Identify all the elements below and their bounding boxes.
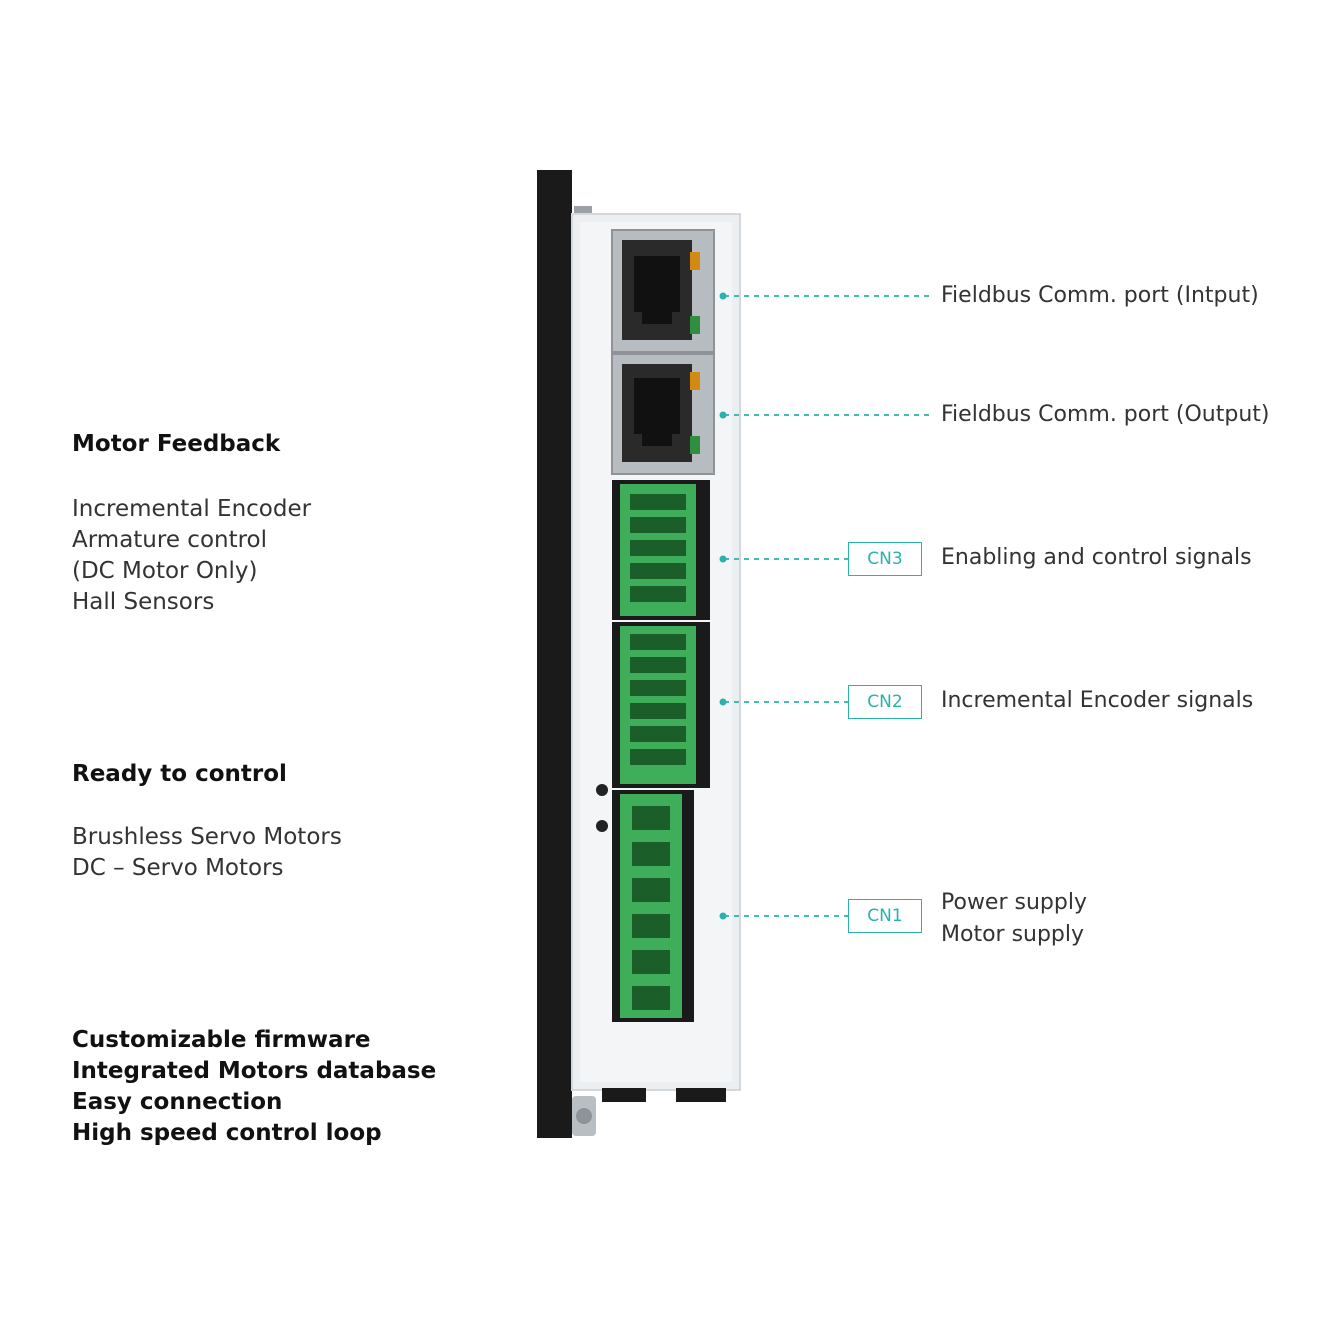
- cn2-terminal-block: [612, 622, 710, 788]
- features-list: Customizable firmware Integrated Motors …: [72, 1025, 436, 1149]
- list-item: High speed control loop: [72, 1120, 382, 1146]
- cn3-terminal-block: [612, 480, 710, 620]
- callout-fieldbus-output: Fieldbus Comm. port (Output): [941, 402, 1270, 427]
- cn1-label: CN1: [848, 899, 922, 933]
- motor-feedback-heading: Motor Feedback: [72, 431, 281, 457]
- list-item: Armature control: [72, 527, 268, 553]
- cn3-label: CN3: [848, 542, 922, 576]
- callout-fieldbus-input: Fieldbus Comm. port (Intput): [941, 283, 1259, 308]
- list-item: Easy connection: [72, 1089, 283, 1115]
- ready-to-control-heading: Ready to control: [72, 761, 287, 787]
- list-item: Incremental Encoder: [72, 496, 312, 522]
- callout-cn1-line: Power supply: [941, 890, 1087, 915]
- list-item: (DC Motor Only): [72, 558, 258, 584]
- cn2-label: CN2: [848, 685, 922, 719]
- callout-cn1: Power supply Motor supply: [941, 887, 1087, 951]
- callout-cn3: Enabling and control signals: [941, 545, 1252, 570]
- rj45-port-input: [611, 229, 715, 353]
- callout-cn2: Incremental Encoder signals: [941, 688, 1254, 713]
- list-item: Brushless Servo Motors: [72, 824, 342, 850]
- motor-feedback-list: Incremental Encoder Armature control (DC…: [72, 494, 311, 618]
- list-item: DC – Servo Motors: [72, 855, 284, 881]
- list-item: Integrated Motors database: [72, 1058, 437, 1084]
- rj45-port-output: [611, 353, 715, 475]
- list-item: Hall Sensors: [72, 589, 215, 615]
- device-side-frame: [537, 170, 572, 1138]
- cn1-terminal-block: [612, 790, 694, 1022]
- callout-cn1-line: Motor supply: [941, 922, 1085, 947]
- ready-to-control-list: Brushless Servo Motors DC – Servo Motors: [72, 822, 342, 884]
- list-item: Customizable firmware: [72, 1027, 371, 1053]
